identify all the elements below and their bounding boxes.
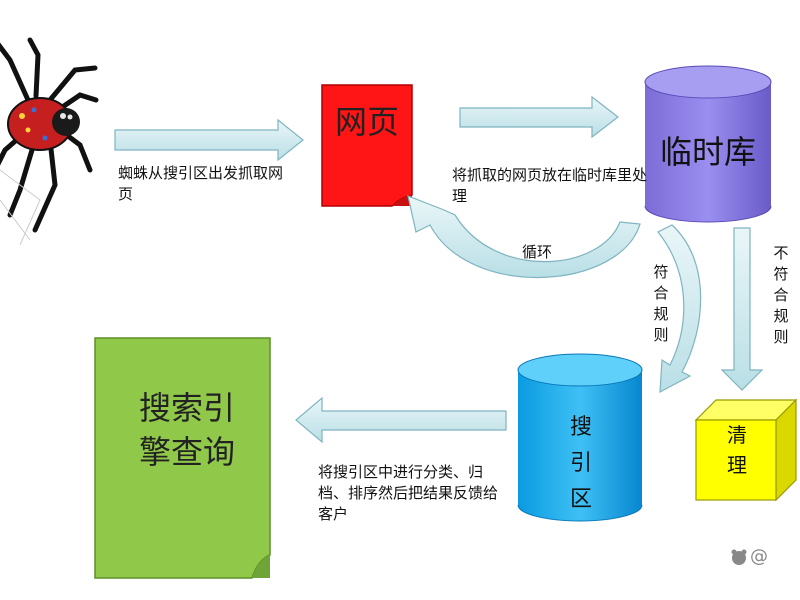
watermark-logo — [731, 549, 747, 565]
query-node — [94, 337, 271, 579]
indexdb-label: 搜引区 — [569, 415, 592, 512]
classify-label: 将搜引区中进行分类、归档、排序然后把结果反馈给客户 — [318, 463, 499, 523]
indexdb-node — [517, 353, 643, 522]
not-match-label: 不符合规则 — [773, 244, 789, 346]
arrow-webpage-to-tempdb — [459, 95, 619, 139]
clean-node — [694, 398, 798, 502]
spider-fetch-label: 蜘蛛从搜引区出发抓取网页 — [118, 164, 284, 203]
webpage-label: 网页 — [334, 103, 399, 141]
webpage-node — [321, 84, 413, 207]
not-match-arrow — [720, 227, 764, 391]
tempdb-node — [644, 65, 772, 223]
loop-label: 循环 — [522, 243, 553, 261]
arrow-spider-to-webpage — [114, 118, 304, 162]
query-label: 搜索引擎查询 — [138, 389, 235, 471]
tempdb-label: 临时库 — [659, 133, 756, 171]
match-arrow — [657, 224, 702, 394]
match-label: 符合规则 — [653, 263, 669, 344]
clean-label: 清理 — [727, 423, 747, 477]
loop-arrow — [407, 195, 641, 278]
watermark-text: @ — [750, 546, 768, 567]
spider-icon — [0, 37, 99, 246]
put-temp-label: 将抓取的网页放在临时库里处理 — [452, 166, 648, 205]
arrow-indexdb-to-query — [295, 396, 507, 444]
